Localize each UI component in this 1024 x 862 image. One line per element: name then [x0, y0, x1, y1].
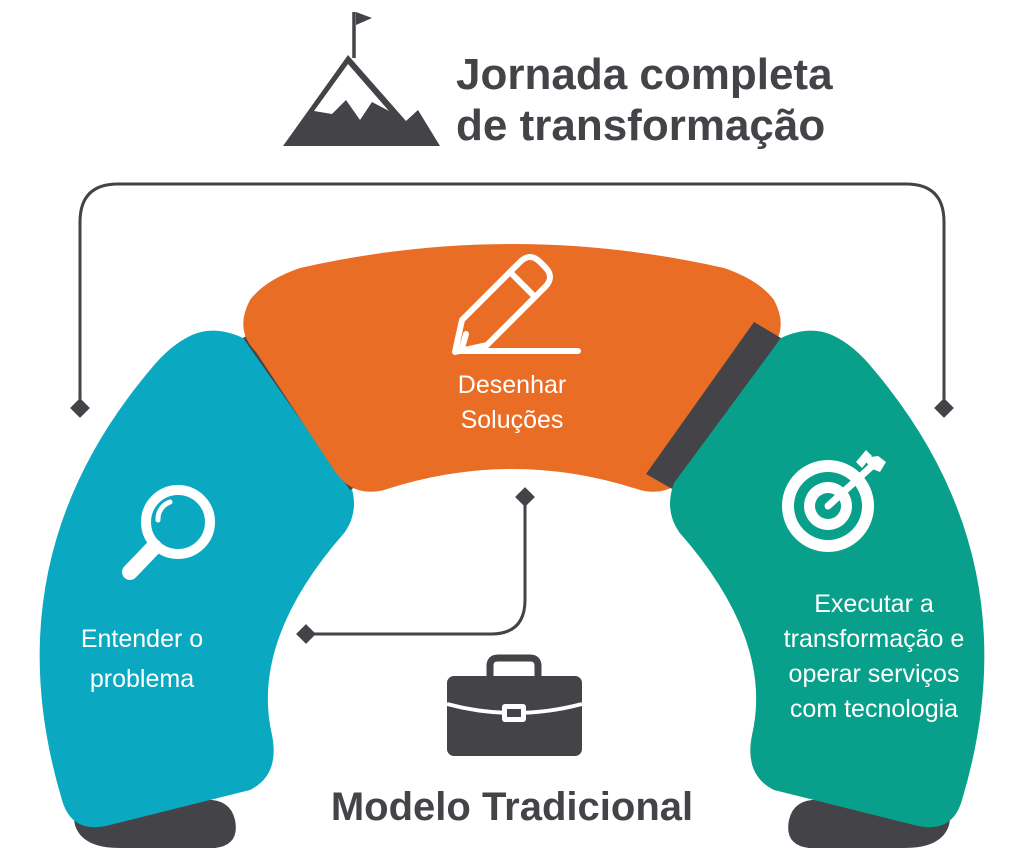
briefcase-icon [446, 654, 583, 756]
top-bracket-connector [78, 182, 946, 408]
right-segment-line-1: Executar a [814, 590, 934, 618]
right-segment-line-3: operar serviços [789, 660, 960, 688]
inner-connector-end-top [515, 487, 535, 507]
bracket-end-right [934, 398, 954, 418]
left-segment [39, 330, 354, 828]
bracket-end-left [70, 398, 90, 418]
title-line-1: Jornada completa [456, 50, 833, 99]
right-segment-line-4: com tecnologia [790, 695, 958, 723]
right-connector-block [646, 322, 781, 490]
left-segment-line-1: Entender o [81, 625, 203, 653]
magnifier-icon [122, 485, 215, 580]
mountain-flag-icon [283, 12, 440, 146]
title-line-2: de transformação [456, 101, 825, 150]
bottom-title: Modelo Tradicional [331, 785, 693, 829]
middle-segment-line-1: Desenhar [458, 371, 566, 399]
right-segment [670, 330, 985, 828]
target-icon [782, 450, 886, 552]
middle-segment-line-2: Soluções [461, 406, 564, 434]
pencil-icon [452, 254, 581, 355]
left-segment-line-2: problema [90, 665, 194, 693]
middle-segment [243, 244, 781, 492]
inner-connector [306, 497, 527, 636]
right-segment-line-2: transformação e [784, 625, 965, 653]
inner-connector-end-left [296, 624, 316, 644]
